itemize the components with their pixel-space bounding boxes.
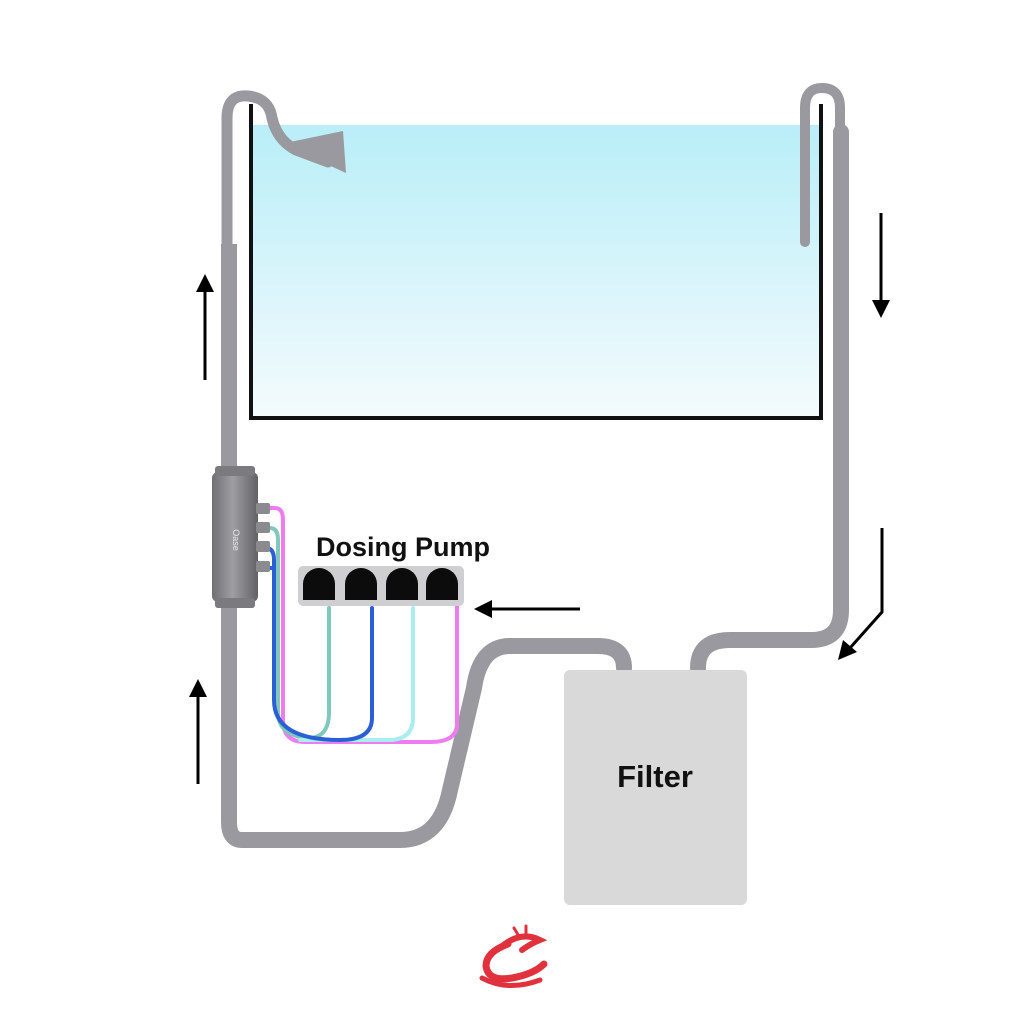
reactor-brand: Oase [231,529,241,551]
overflow-hook [800,82,845,247]
arrow-icon-down-left-curve [838,528,884,660]
reactor-ports [256,503,270,572]
filter-outlet-pipe [221,598,632,848]
pump-head-2 [345,568,377,600]
reactor-cap-top [215,466,255,476]
pump-head-1 [303,568,335,600]
dragon-logo [479,924,548,988]
arrow-icon-left [474,600,580,618]
reactor-body [212,472,258,602]
pump-head-3 [386,568,418,600]
dosing-pump: Dosing Pump [298,532,490,606]
dosing-tube-blue [260,546,374,743]
tank-outline [249,104,823,420]
dosing-tube-light-cyan [298,606,415,742]
pump-head-4 [426,568,458,600]
dosing-reactor: Oase [212,466,270,608]
drain-pipe [690,124,849,676]
filter: Filter [564,670,747,905]
arrow-icon-up-lower [189,679,207,784]
return-nozzle [290,131,346,173]
reactor-cap-bottom [215,598,255,608]
aquarium-tank [249,104,823,420]
dosing-tube-pink [260,506,459,744]
arrow-icon-up-upper [196,274,214,380]
tank-water [251,125,821,418]
filter-label: Filter [617,759,693,794]
arrow-icon-down-right [872,213,890,318]
drain-line [690,82,849,676]
dosing-pump-body [298,566,464,606]
dosing-tube-teal [260,526,331,741]
filter-return-line [221,598,632,848]
filter-box [564,670,747,905]
flow-arrows [189,213,890,784]
dosing-pump-label: Dosing Pump [316,532,490,562]
